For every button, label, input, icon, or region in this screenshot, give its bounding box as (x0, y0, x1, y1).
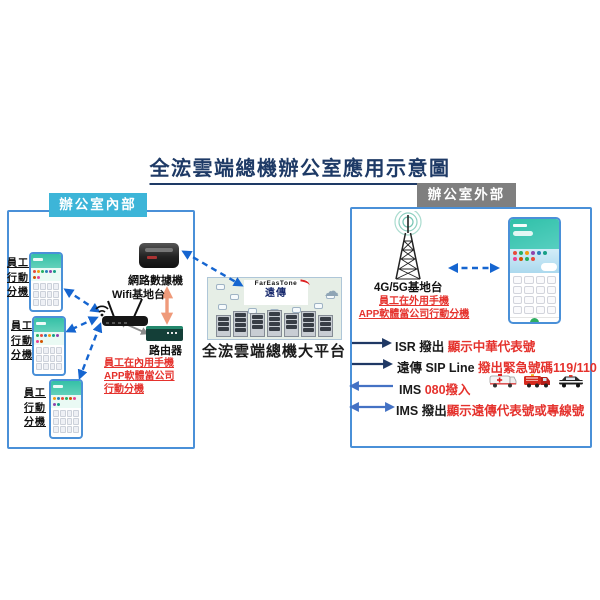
internal-office-header: 辦公室內部 (49, 193, 147, 217)
server-racks (211, 310, 338, 337)
external-office-box (350, 207, 592, 448)
extension-label-line: 員工 (24, 388, 46, 399)
line-text-black: IMS (399, 383, 425, 397)
line-ims-080-inbound: IMS 080撥入 (399, 379, 471, 398)
line-isr-outbound: ISR 撥出 顯示中華代表號 (395, 336, 535, 355)
phone-app-icons (31, 268, 61, 281)
phone-app-icons (510, 249, 559, 273)
phone-keypad (31, 281, 61, 308)
phone-header (34, 318, 64, 332)
extension-label-1: 員工 行動 分機 (7, 257, 29, 301)
ambulance-icon (489, 374, 517, 388)
mobile-extension-phone-1 (29, 252, 63, 312)
router-label: 路由器 (149, 345, 182, 357)
line-text-black: ISR 撥出 (395, 340, 448, 354)
phone-keypad (34, 345, 64, 372)
internal-app-note: 員工在內用手機 APP軟體當公司 行動分機 (104, 357, 175, 396)
page-title: 全浤雲端總機辦公室應用示意圖 (149, 152, 451, 185)
extension-label-line: 分機 (11, 350, 33, 361)
note-line: APP軟體當公司 (104, 371, 175, 382)
note-line: 員工在內用手機 (104, 358, 174, 369)
mobile-extension-phone-3 (49, 379, 83, 439)
phone-keypad (51, 408, 81, 435)
note-line: APP軟體當公司行動分機 (358, 309, 470, 320)
cell-tower-icon (394, 211, 422, 280)
phone-nav-bar (510, 317, 559, 322)
note-line: 行動分機 (104, 384, 144, 395)
line-text-black: 遠傳 SIP Line (397, 361, 479, 375)
police-car-icon (559, 375, 583, 388)
extension-label-line: 員工 (7, 258, 29, 269)
wifi-ap-label: Wifi基地台 (112, 289, 166, 301)
fire-truck-icon (524, 374, 550, 388)
extension-label-2: 員工 行動 分機 (11, 320, 33, 364)
phone-app-icons (34, 332, 64, 345)
external-mobile-phone (508, 217, 561, 324)
phone-header (510, 219, 559, 249)
platform-label: 全浤雲端總機大平台 (201, 343, 346, 360)
extension-label-line: 員工 (11, 321, 33, 332)
modem-label: 網路數據機 (128, 275, 183, 287)
external-office-header: 辦公室外部 (417, 183, 516, 207)
extension-label-3: 員工 行動 分機 (24, 387, 46, 431)
fareastone-logo-text: FarEasTone (244, 280, 308, 288)
router-icon (146, 326, 183, 341)
line-ims-outbound: IMS 撥出顯示遠傳代表號或專線號 (396, 400, 584, 419)
note-line: 員工在外用手機 (379, 296, 449, 307)
extension-label-line: 分機 (24, 417, 46, 428)
line-text-black: IMS 撥出 (396, 404, 447, 418)
cloud-logo-icon: ☁ (324, 283, 339, 300)
extension-label-line: 分機 (7, 287, 29, 298)
phone-function-grid (510, 273, 559, 317)
line-sip-emergency: 遠傳 SIP Line 撥出緊急號碼119/110 (397, 357, 597, 376)
phone-call-button (530, 317, 539, 322)
extension-label-line: 行動 (11, 335, 33, 347)
fareastone-logo: FarEasTone 遠傳 (244, 280, 308, 305)
extension-label-line: 行動 (7, 272, 29, 284)
phone-app-icons (51, 395, 81, 408)
phone-header (51, 381, 81, 395)
fareastone-logo-cn: 遠傳 (265, 288, 287, 299)
line-text-red: 顯示中華代表號 (447, 340, 536, 354)
phone-header (31, 254, 61, 268)
external-app-note: 員工在外用手機 APP軟體當公司行動分機 (350, 295, 478, 321)
cloud-pbx-platform-image: FarEasTone 遠傳 ☁ (207, 277, 342, 340)
tower-label: 4G/5G基地台 (374, 282, 443, 294)
line-text-red: 撥出緊急號碼119/110 (478, 361, 597, 375)
mobile-extension-phone-2 (32, 316, 66, 376)
line-text-red: 080撥入 (424, 383, 471, 397)
line-text-red: 顯示遠傳代表號或專線號 (446, 404, 585, 418)
network-modem-icon (139, 243, 179, 268)
extension-label-line: 行動 (24, 402, 46, 414)
